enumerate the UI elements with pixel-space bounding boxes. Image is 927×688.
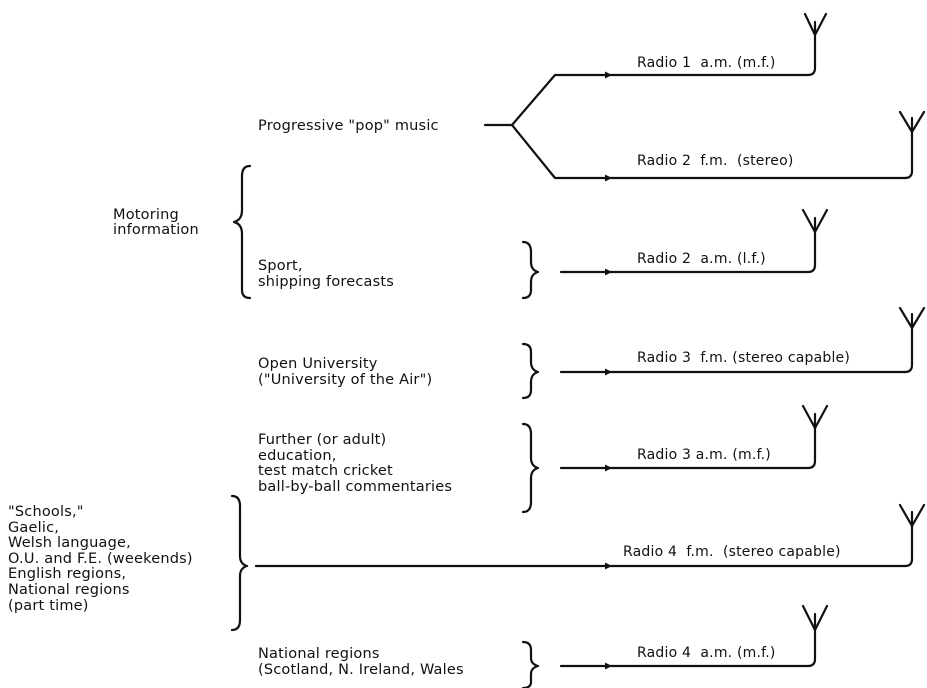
source-pop-music: Progressive "pop" music — [258, 118, 439, 134]
radio3-fm-line — [559, 306, 926, 376]
national-brace — [521, 640, 540, 688]
output-radio1-am: Radio 1 a.m. (m.f.) — [637, 55, 776, 71]
source-schools: "Schools," Gaelic, Welsh language, O.U. … — [8, 504, 193, 614]
motoring-brace — [232, 164, 252, 300]
output-radio2-am: Radio 2 a.m. (l.f.) — [637, 251, 766, 267]
radio4-am-line — [559, 604, 829, 670]
radio1-am-line — [610, 12, 828, 77]
output-radio3-fm: Radio 3 f.m. (stereo capable) — [637, 350, 851, 366]
output-radio2-fm: Radio 2 f.m. (stereo) — [637, 153, 794, 169]
radio2-fm-line — [610, 110, 926, 180]
pop-fork-connector — [483, 71, 614, 182]
source-further-education: Further (or adult) education, test match… — [258, 432, 453, 495]
further-brace — [521, 422, 540, 514]
output-radio4-fm: Radio 4 f.m. (stereo capable) — [623, 544, 841, 560]
source-motoring: Motoring information — [113, 207, 199, 238]
source-sport: Sport, shipping forecasts — [258, 258, 395, 290]
radio2-am-line — [559, 208, 829, 276]
radio4-fm-line — [254, 503, 926, 570]
source-open-university: Open University ("University of the Air"… — [258, 356, 433, 388]
output-radio3-am: Radio 3 a.m. (m.f.) — [637, 447, 771, 463]
ou-brace — [521, 342, 540, 400]
source-national-regions: National regions (Scotland, N. Ireland, … — [258, 646, 464, 678]
sport-brace — [521, 240, 540, 300]
output-radio4-am: Radio 4 a.m. (m.f.) — [637, 645, 776, 661]
schools-brace — [230, 494, 249, 632]
radio3-am-line — [559, 404, 829, 472]
